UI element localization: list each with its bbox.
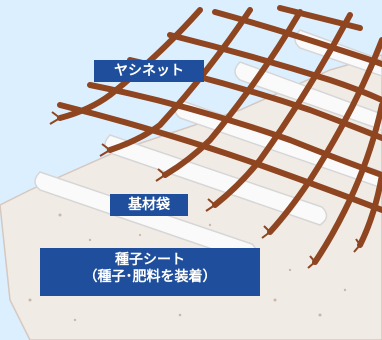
net-strand (212, 9, 382, 67)
coir-net (57, 5, 382, 265)
label-seed-sheet-line2: （種子･肥料を装着） (83, 268, 217, 285)
label-base-bag: 基材袋 (110, 194, 188, 216)
label-seed-sheet: 種子シート （種子･肥料を装着） (40, 248, 260, 296)
base-bag-2 (104, 134, 328, 226)
net-strand (57, 102, 382, 213)
net-strand (162, 9, 303, 178)
base-bag-4 (234, 61, 382, 131)
label-coir-net: ヤシネット (94, 60, 204, 82)
seed-speckles (28, 213, 347, 322)
net-strand (107, 7, 253, 153)
net-strand (87, 82, 382, 178)
net-strand (277, 5, 363, 31)
net-strand (212, 12, 353, 208)
base-bags (34, 29, 382, 263)
net-fibers (49, 111, 361, 269)
net-strand (167, 32, 382, 103)
label-seed-sheet-line1: 種子シート (115, 252, 185, 268)
net-strand (267, 37, 382, 235)
net-strand (357, 172, 382, 248)
